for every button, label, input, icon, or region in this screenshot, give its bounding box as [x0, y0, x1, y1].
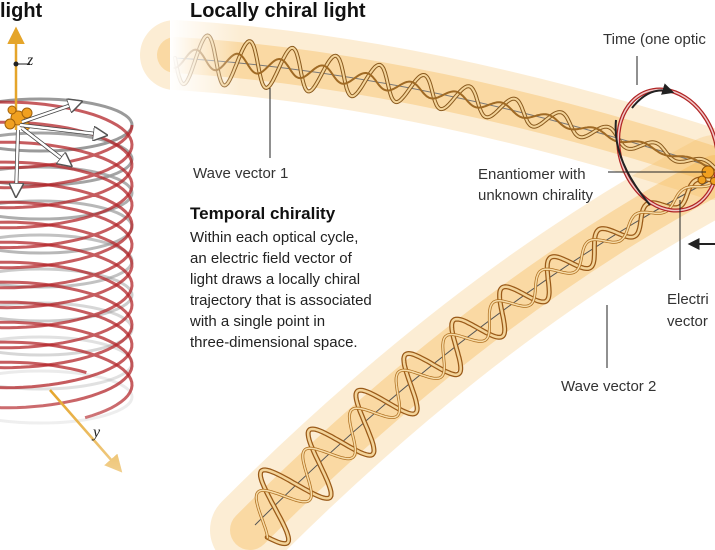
right-panel-title: Locally chiral light: [190, 0, 366, 22]
enantiomer-label-line2: unknown chirality: [478, 187, 594, 204]
time-label: Time (one optic: [603, 31, 706, 48]
field-arrow: [21, 127, 70, 165]
body-line: trajectory that is associated: [190, 292, 372, 309]
left-panel-title: light: [0, 0, 43, 22]
wave-vector-1-label: Wave vector 1: [193, 165, 289, 182]
body-line: Within each optical cycle,: [190, 229, 359, 246]
y-axis-label: y: [93, 424, 101, 441]
field-arrow: [19, 123, 105, 135]
body-line: an electric field vector of: [190, 250, 352, 267]
helix-red-strand: [0, 120, 134, 390]
wave-2-strands: [254, 176, 715, 547]
body-line: three-dimensional space.: [190, 334, 358, 351]
temporal-chirality-body: Within each optical cycle, an electric f…: [190, 227, 372, 353]
helix-red-strand: [0, 100, 134, 420]
time-arrow-left: [614, 119, 651, 206]
enantiomer-label-line1: Enantiomer with: [478, 166, 586, 183]
body-line: light draws a locally chiral: [190, 271, 361, 288]
field-arrow: [21, 102, 80, 124]
left-helix-figure: [0, 26, 170, 550]
helix-ring: [0, 267, 134, 323]
wave-vector-2-label: Wave vector 2: [561, 378, 657, 395]
electric-vector-label-line2: vector: [667, 313, 708, 330]
right-beam-figure: [140, 20, 715, 550]
wave-strand: [255, 181, 715, 539]
body-line: with a single point in: [190, 313, 326, 330]
molecule-icon: [4, 105, 33, 131]
electric-vector-label-line1: Electri: [667, 291, 709, 308]
time-arrow-top: [631, 83, 675, 109]
temporal-chirality-heading: Temporal chirality: [190, 204, 336, 223]
enantiomer-molecule-icon: [697, 165, 715, 185]
field-arrow: [16, 129, 18, 195]
z-axis-label: z: [27, 52, 34, 69]
z-axis-dot: [13, 61, 19, 67]
